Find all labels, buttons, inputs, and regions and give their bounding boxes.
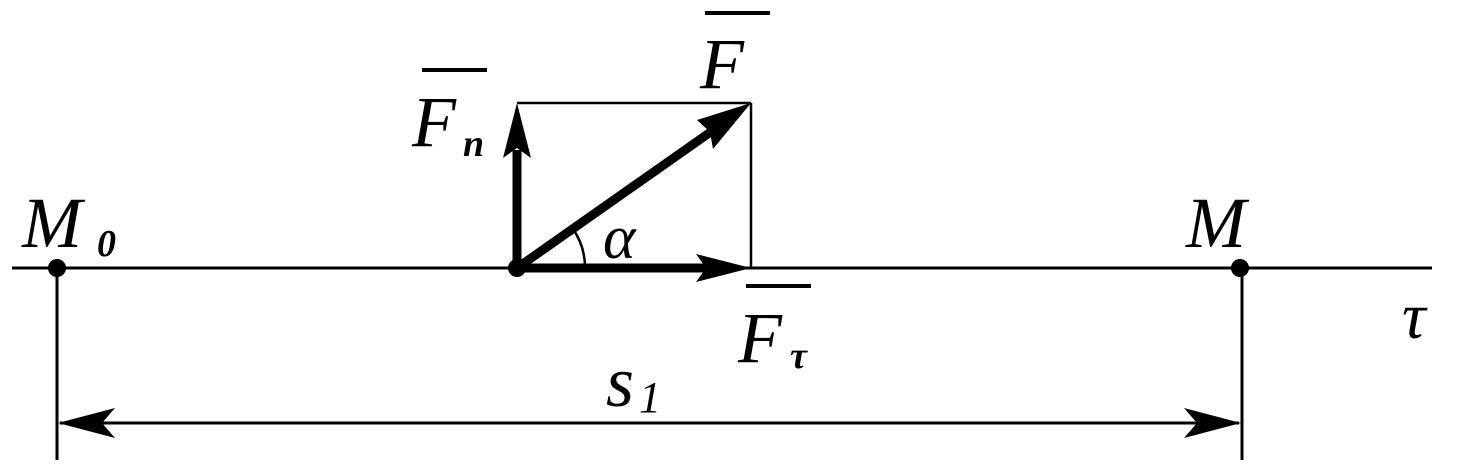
label-m0-subscript: 0 [97,223,116,265]
f-vector-shaft [514,127,715,272]
label-alpha: α [603,204,637,272]
label-fn-subscript: n [463,123,484,165]
label-m0: M [21,183,86,263]
ftau-vector-arrowhead [696,254,751,282]
f-vector-arrowhead [697,103,751,149]
label-s: s [606,342,634,422]
label-ftau-subscript: τ [790,335,808,377]
label-fn: F [411,82,457,162]
label-m: M [1185,183,1250,263]
label-tau-axis: τ [1402,280,1428,353]
label-f: F [699,24,745,104]
s1-arrowhead-right [1184,408,1241,438]
point-m [1231,259,1249,277]
s1-arrowhead-left [58,408,115,438]
fn-vector-arrowhead [503,103,531,158]
label-ftau: F [737,298,783,378]
label-s-subscript: 1 [639,373,661,422]
alpha-angle-arc [571,228,587,269]
